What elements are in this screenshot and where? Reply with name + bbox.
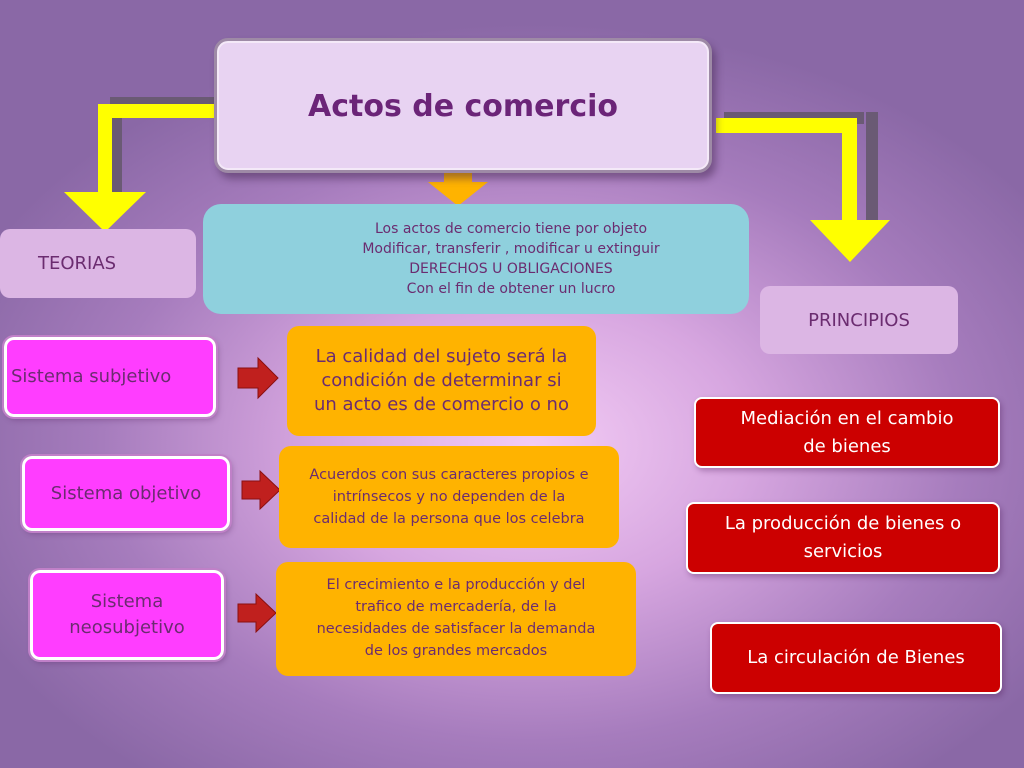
principio-1-label: Mediación en el cambio de bienes: [740, 407, 954, 457]
red-arrow-1: [237, 356, 279, 400]
page-title: Actos de comercio: [308, 89, 618, 124]
principios-box: PRINCIPIOS: [760, 286, 958, 354]
sistema-neosubjetivo-box: Sistema neosubjetivo: [28, 568, 226, 662]
definition-box: Los actos de comercio tiene por objeto M…: [203, 204, 749, 314]
title-box: Actos de comercio: [214, 38, 712, 173]
sistema-objetivo-description: Acuerdos con sus caracteres propios e in…: [279, 446, 619, 548]
sistema-objetivo-box: Sistema objetivo: [20, 454, 232, 533]
sistema-neosubjetivo-label: Sistema neosubjetivo: [69, 591, 185, 638]
teorias-label: TEORIAS: [38, 253, 117, 274]
teorias-box: TEORIAS: [0, 229, 196, 298]
definition-line-4: Con el fin de obtener un lucro: [406, 281, 616, 297]
red-arrow-2: [241, 469, 281, 511]
principio-produccion-box: La producción de bienes o servicios: [686, 502, 1000, 574]
sistema-subjetivo-description: La calidad del sujeto será la condición …: [287, 326, 596, 436]
principio-2-label: La producción de bienes o servicios: [724, 513, 962, 562]
definition-line-3: DERECHOS U OBLIGACIONES: [409, 261, 613, 277]
sistema-subjetivo-box: Sistema subjetivo: [2, 335, 218, 419]
description-text-2: Acuerdos con sus caracteres propios e in…: [309, 467, 589, 527]
principio-mediacion-box: Mediación en el cambio de bienes: [694, 397, 1000, 468]
sistema-subjetivo-label: Sistema subjetivo: [11, 366, 172, 387]
left-yellow-arrow: [64, 104, 216, 232]
definition-line-2: Modificar, transferir , modificar u exti…: [362, 241, 660, 257]
sistema-objetivo-label: Sistema objetivo: [50, 482, 202, 504]
sistema-neosubjetivo-description: El crecimiento e la producción y del tra…: [276, 562, 636, 676]
principios-label: PRINCIPIOS: [808, 309, 910, 331]
right-yellow-arrow: [716, 118, 890, 262]
definition-line-1: Los actos de comercio tiene por objeto: [374, 221, 648, 237]
description-text-3: El crecimiento e la producción y del tra…: [316, 577, 596, 659]
principio-3-label: La circulación de Bienes: [747, 647, 965, 668]
principio-circulacion-box: La circulación de Bienes: [710, 622, 1002, 694]
description-text-1: La calidad del sujeto será la condición …: [314, 346, 569, 415]
red-arrow-3: [237, 592, 277, 634]
